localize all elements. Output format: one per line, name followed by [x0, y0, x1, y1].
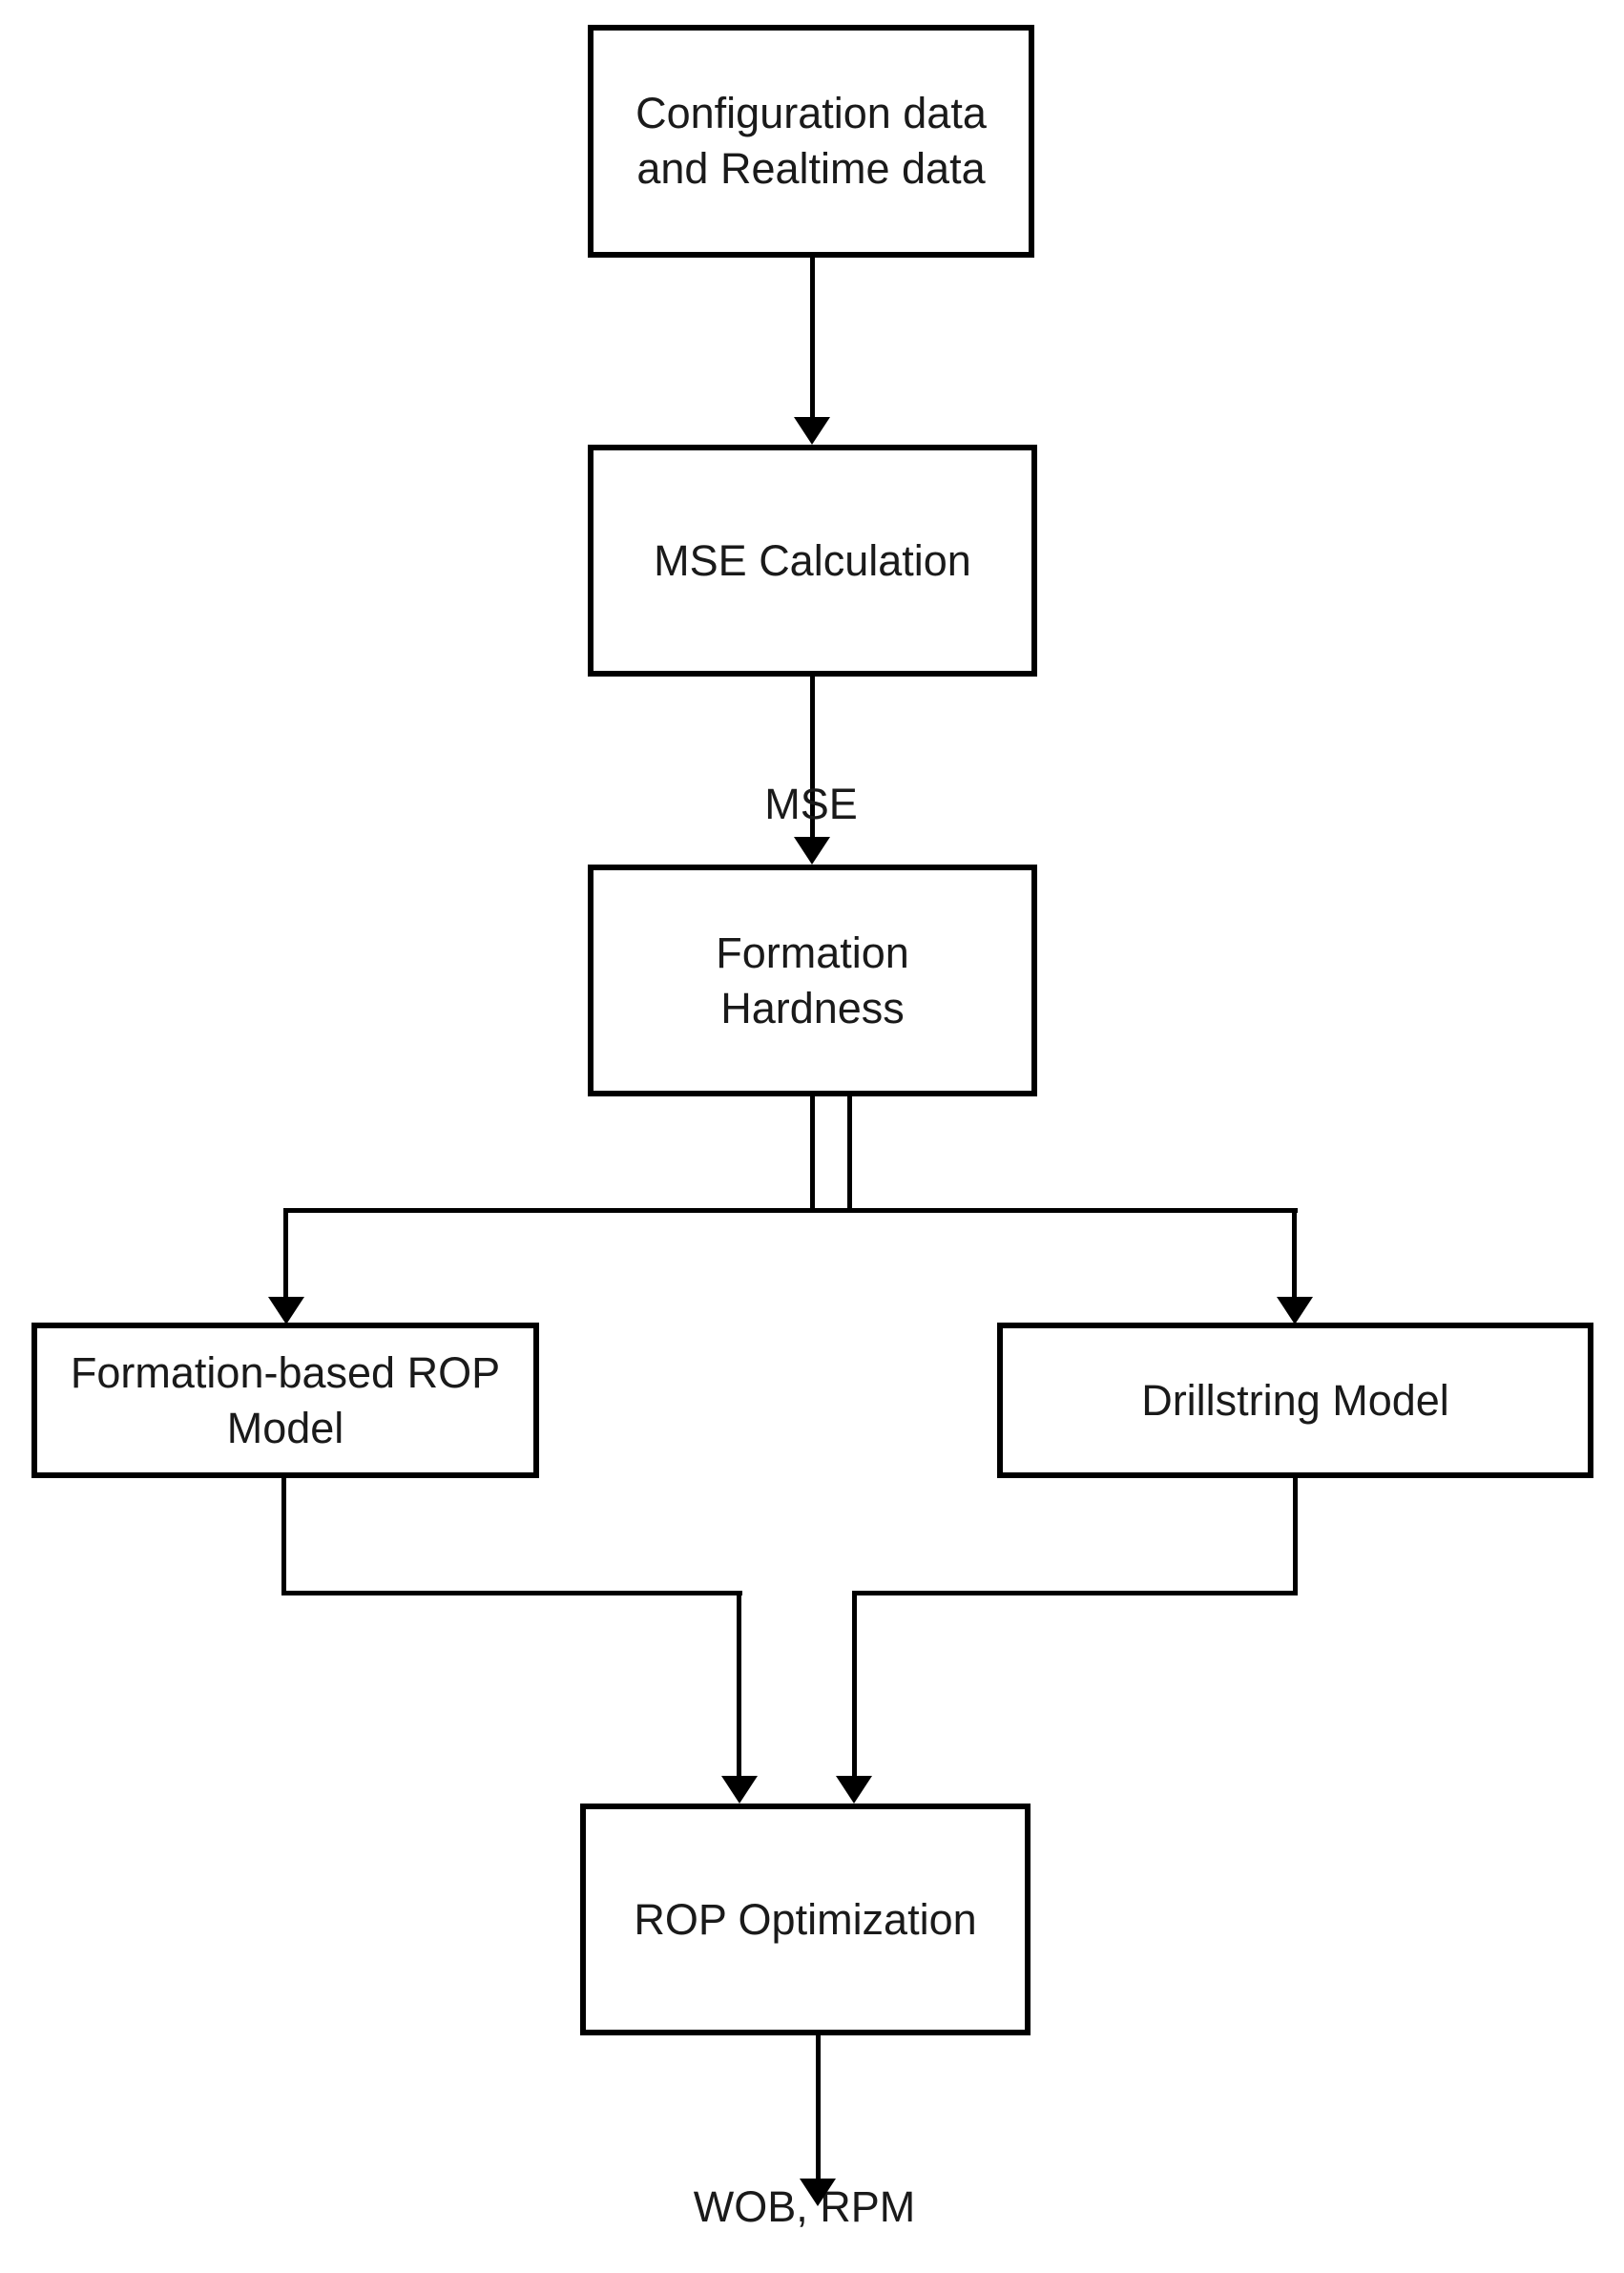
edge-output-line	[816, 2033, 821, 2180]
edge-hardness-drop-left-line	[810, 1095, 815, 1213]
edge-branch-to-drillstring-line	[1292, 1208, 1297, 1299]
arrowhead-down-icon	[794, 837, 830, 865]
edge-drillstring-down-line	[1293, 1477, 1298, 1595]
node-rop-optimization-label: ROP Optimization	[634, 1894, 977, 1944]
edge-merge-left-horizontal-line	[281, 1591, 742, 1595]
edge-merge-left-down-line	[737, 1591, 741, 1778]
node-formation-based-rop-model: Formation-based ROP Model	[31, 1323, 539, 1478]
node-formation-hardness-label: Formation Hardness	[716, 928, 909, 1032]
edge-branch-horizontal-line	[283, 1208, 1298, 1213]
edge-merge-right-horizontal-line	[852, 1591, 1298, 1595]
node-formation-hardness: Formation Hardness	[588, 865, 1037, 1096]
edge-label-mse: MSE	[764, 780, 858, 828]
edge-config-to-msecalc-line	[810, 256, 815, 420]
arrowhead-down-icon	[794, 417, 830, 445]
edge-rop-model-down-line	[281, 1476, 286, 1595]
arrowhead-down-icon	[721, 1776, 758, 1804]
node-rop-optimization: ROP Optimization	[580, 1804, 1031, 2035]
node-drillstring-model: Drillstring Model	[997, 1323, 1593, 1478]
edge-merge-right-down-line	[852, 1591, 857, 1778]
edge-branch-to-rop-model-line	[283, 1208, 288, 1299]
node-drillstring-model-label: Drillstring Model	[1141, 1375, 1449, 1425]
node-configuration-and-realtime-data: Configuration data and Realtime data	[588, 25, 1034, 258]
node-configuration-and-realtime-data-label: Configuration data and Realtime data	[635, 89, 987, 193]
arrowhead-down-icon	[800, 2179, 836, 2206]
node-mse-calculation: MSE Calculation	[588, 445, 1037, 677]
arrowhead-down-icon	[1277, 1297, 1313, 1324]
edge-msecalc-to-hardness-line	[810, 675, 815, 841]
edge-hardness-drop-right-line	[847, 1095, 852, 1213]
node-mse-calculation-label: MSE Calculation	[654, 535, 971, 585]
arrowhead-down-icon	[836, 1776, 872, 1804]
node-formation-based-rop-model-label: Formation-based ROP Model	[70, 1347, 501, 1452]
arrowhead-down-icon	[268, 1297, 304, 1324]
